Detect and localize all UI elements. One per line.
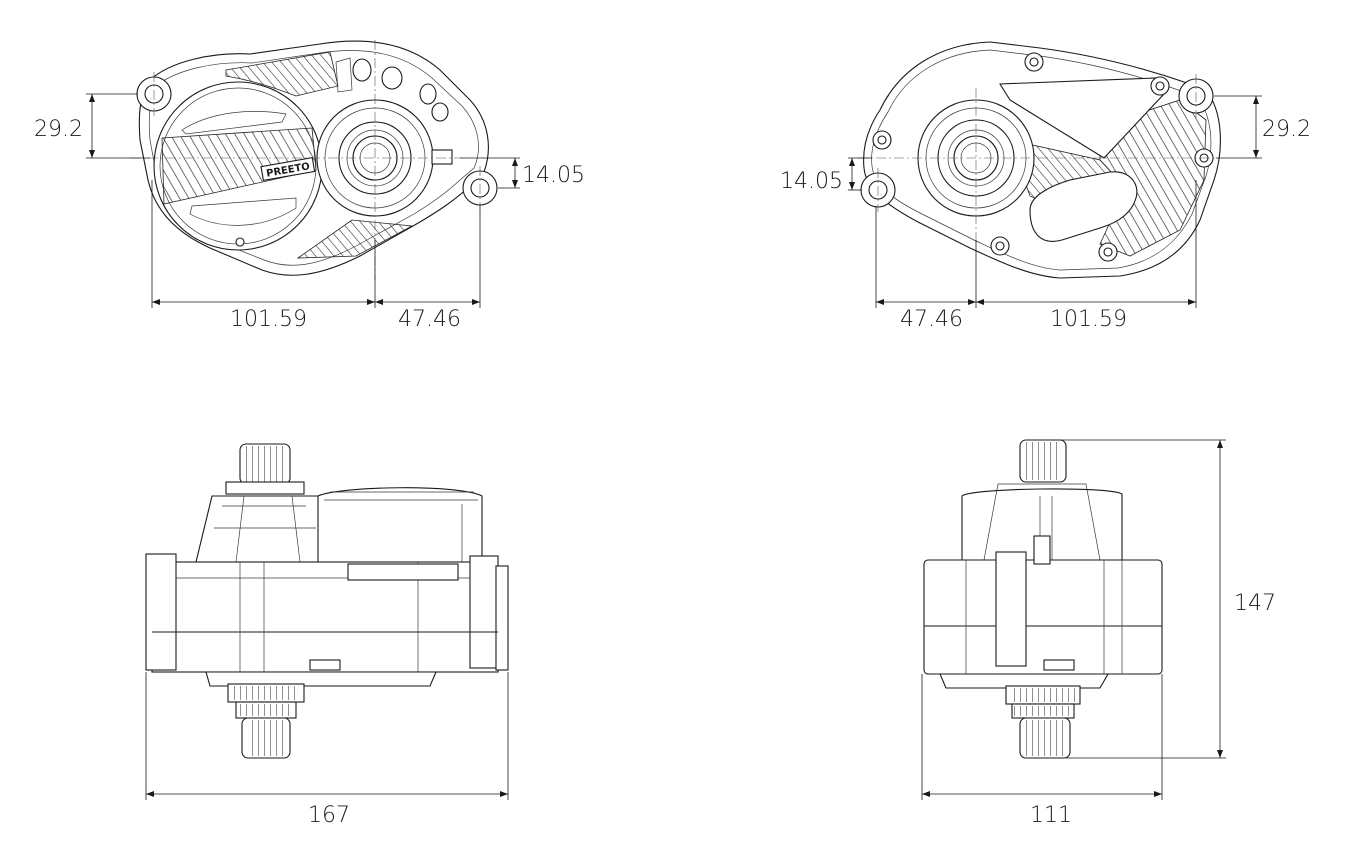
dim-width-side-label: 47.46: [398, 307, 461, 332]
dim-width-side-label-rear: 47.46: [900, 307, 963, 332]
dim-width-label-side: 167: [308, 803, 350, 828]
view-bottom-left: 167: [145, 443, 509, 828]
dim-height-label-rear: 29.2: [1262, 117, 1311, 142]
motor-body-front: [923, 559, 1163, 675]
dim-width-main-label: 101.59: [230, 307, 307, 332]
view-top-left: PREETO 29.2: [34, 40, 585, 332]
dim-offset-label: 14.05: [522, 163, 585, 188]
dim-width-main-label-rear: 101.59: [1050, 307, 1127, 332]
housing-outline: [138, 40, 489, 276]
view-top-right: 29.2 14.05 47.46 101.59: [780, 41, 1311, 332]
dim-height-label-front: 147: [1234, 591, 1276, 616]
dim-offset-label-rear: 14.05: [780, 169, 843, 194]
dim-height-label: 29.2: [34, 117, 83, 142]
dim-width-label-front: 111: [1030, 803, 1072, 828]
view-bottom-right: 147 111: [921, 439, 1276, 828]
